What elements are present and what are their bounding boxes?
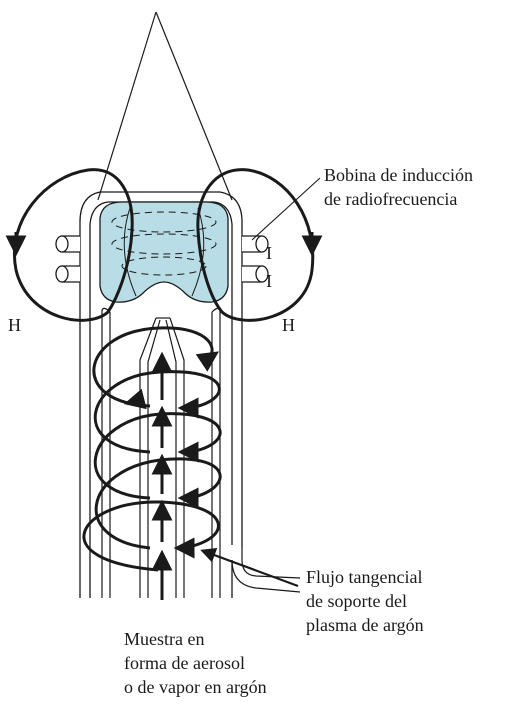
intermediate-tube (102, 308, 220, 598)
sample-label-line3: o de vapor en argón (124, 676, 267, 698)
argon-flow-label-line1: Flujo tangencial (306, 566, 422, 588)
sample-label-line1: Muestra en (124, 628, 204, 650)
field-label-left: H (8, 314, 21, 336)
field-label-right: H (282, 314, 295, 336)
tangential-flow-spiral (84, 328, 220, 570)
argon-inlet (232, 548, 300, 598)
coil-label-line2: de radiofrecuencia (324, 188, 457, 210)
current-label-lower: I (266, 270, 272, 292)
current-label-upper: I (266, 242, 272, 264)
coil-label-line1: Bobina de inducción (324, 164, 473, 186)
flame-cone (98, 12, 232, 200)
argon-flow-label-line2: de soporte del (306, 590, 407, 612)
sample-label-line2: forma de aerosol (124, 652, 245, 674)
argon-flow-label-line3: plasma de argón (306, 614, 424, 636)
